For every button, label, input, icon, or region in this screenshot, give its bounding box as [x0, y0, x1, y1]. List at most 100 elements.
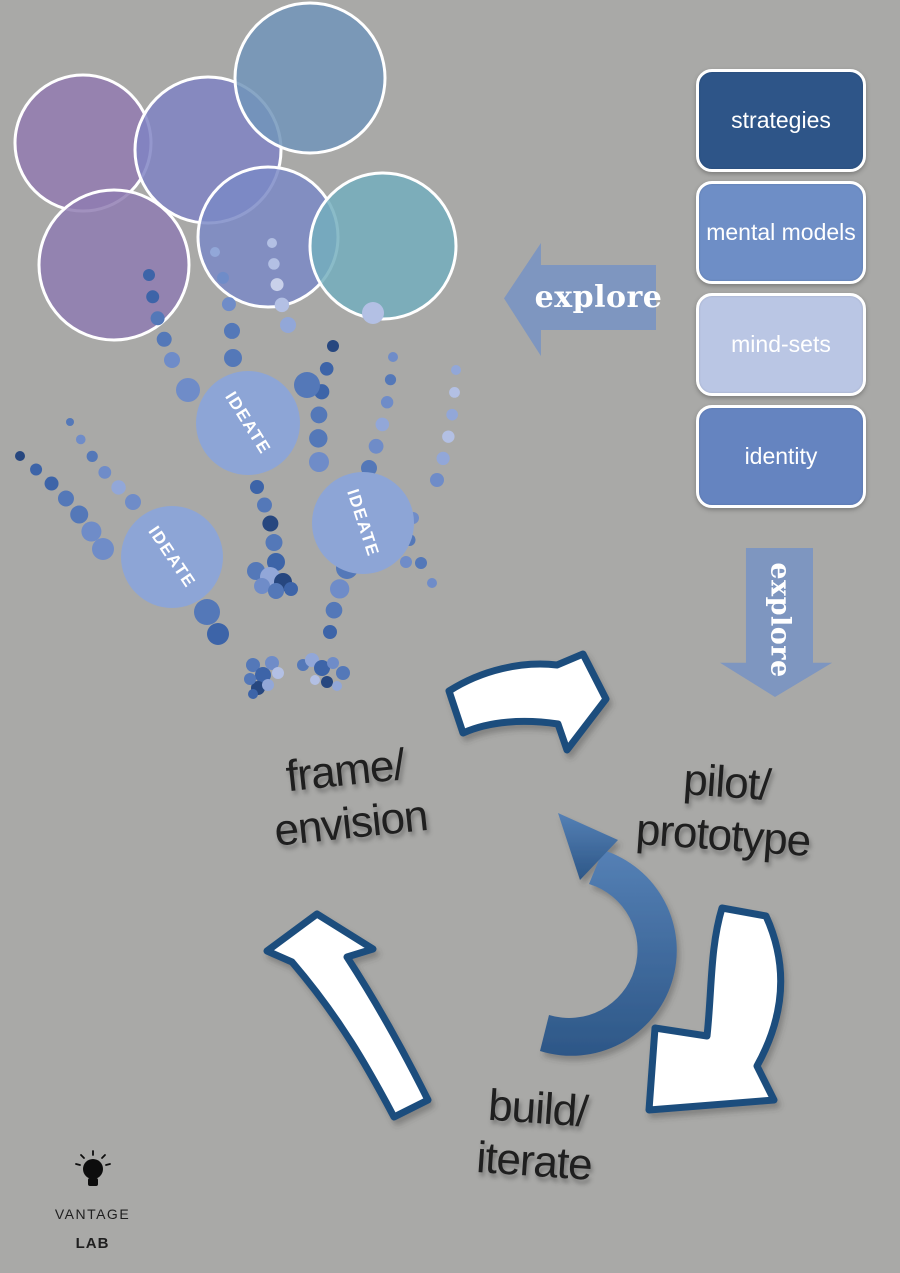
- idea-dot: [176, 378, 200, 402]
- idea-dot: [310, 675, 320, 685]
- concept-box-strategies: strategies: [696, 69, 866, 172]
- idea-dot: [44, 476, 59, 491]
- idea-dot: [332, 681, 342, 691]
- idea-dot: [430, 473, 444, 487]
- ideate-circle: [121, 506, 223, 608]
- concept-stack: strategies mental models mind-sets identity: [696, 69, 866, 517]
- idea-dot: [310, 406, 328, 424]
- idea-dot: [250, 480, 264, 494]
- idea-dot: [309, 429, 328, 448]
- idea-dot: [284, 582, 298, 596]
- idea-dot: [321, 676, 333, 688]
- idea-dot: [384, 374, 397, 386]
- idea-dot: [280, 317, 296, 333]
- idea-dot: [92, 538, 114, 560]
- idea-dot: [75, 434, 86, 445]
- idea-dot: [375, 417, 390, 432]
- explore-left-arrow: explore: [504, 243, 663, 356]
- concept-box-label: strategies: [731, 107, 831, 133]
- idea-dot: [336, 666, 350, 680]
- logo-title: VANTAGE: [54, 1206, 131, 1222]
- idea-dot: [125, 494, 141, 510]
- idea-dot: [272, 667, 284, 679]
- idea-dot: [156, 331, 172, 347]
- idea-dot: [368, 438, 384, 454]
- idea-dot: [254, 578, 270, 594]
- idea-dot: [262, 515, 279, 532]
- lightbulb-icon: [74, 1150, 111, 1186]
- idea-dot: [436, 451, 450, 466]
- idea-dot: [329, 579, 350, 599]
- idea-dot: [270, 278, 284, 292]
- idea-dot: [98, 465, 112, 479]
- idea-dot: [446, 408, 458, 421]
- idea-dot: [327, 340, 339, 352]
- idea-dot: [262, 679, 274, 691]
- idea-bubble-cluster: [13, 1, 458, 342]
- idea-dot: [224, 349, 242, 367]
- idea-dot: [451, 365, 461, 375]
- idea-dot: [314, 660, 330, 676]
- cycle-stage-pilot-prototype: pilot/ prototype: [582, 746, 869, 871]
- idea-dot: [255, 667, 271, 683]
- idea-dot: [146, 290, 160, 304]
- idea-bubble: [308, 171, 458, 321]
- idea-dot: [267, 238, 277, 248]
- idea-dot: [194, 599, 220, 625]
- concept-box-identity: identity: [696, 405, 866, 508]
- explore-left-label: explore: [534, 280, 663, 315]
- idea-dot: [256, 497, 272, 513]
- idea-dot: [265, 534, 283, 552]
- idea-dot: [223, 322, 240, 339]
- idea-dot: [442, 430, 455, 443]
- idea-dot: [216, 271, 229, 284]
- idea-dot: [427, 578, 437, 588]
- idea-dot: [66, 418, 74, 426]
- cycle-arrow-top: [445, 650, 610, 754]
- idea-dot: [400, 556, 412, 568]
- idea-dot: [388, 352, 398, 362]
- concept-box-label: identity: [744, 443, 818, 469]
- idea-dot: [274, 297, 290, 313]
- cycle-arrow-left-up: [263, 910, 432, 1121]
- idea-dot: [246, 658, 260, 672]
- cycle-arrow-right: [645, 904, 785, 1114]
- idea-dot: [268, 583, 284, 599]
- idea-dot: [57, 490, 74, 507]
- idea-dot: [164, 352, 180, 368]
- logo-subtitle: LAB: [75, 1235, 110, 1252]
- idea-dot: [319, 361, 334, 376]
- idea-dot: [323, 625, 337, 639]
- crescent-band: [540, 850, 677, 1056]
- concept-box-mental-models: mental models: [696, 181, 866, 284]
- crescent-head: [558, 813, 618, 880]
- idea-bubble: [233, 1, 387, 155]
- concept-box-label: mental models: [706, 219, 856, 245]
- idea-dot: [111, 480, 126, 495]
- idea-dot: [327, 657, 339, 669]
- idea-dot: [449, 387, 460, 398]
- idea-dot: [362, 302, 384, 324]
- ideate-circle: [196, 371, 300, 475]
- explore-down-label: explore: [764, 562, 796, 678]
- idea-dot: [143, 269, 155, 281]
- idea-dot: [415, 557, 427, 569]
- idea-dot: [81, 521, 102, 542]
- explore-down-arrow: explore: [720, 548, 838, 697]
- concept-box-label: mind-sets: [731, 331, 831, 357]
- idea-dot: [325, 601, 343, 619]
- ideate-circle: [312, 472, 414, 574]
- idea-dot: [244, 673, 256, 685]
- idea-dot: [221, 297, 236, 312]
- idea-dot: [294, 372, 320, 398]
- cycle-stage-build-iterate: build/ iterate: [413, 1074, 660, 1196]
- idea-dot: [210, 247, 220, 257]
- concept-box-mind-sets: mind-sets: [696, 293, 866, 396]
- idea-dot: [361, 460, 377, 476]
- idea-dot: [380, 396, 394, 409]
- idea-dot: [207, 623, 229, 645]
- idea-dot: [15, 451, 25, 461]
